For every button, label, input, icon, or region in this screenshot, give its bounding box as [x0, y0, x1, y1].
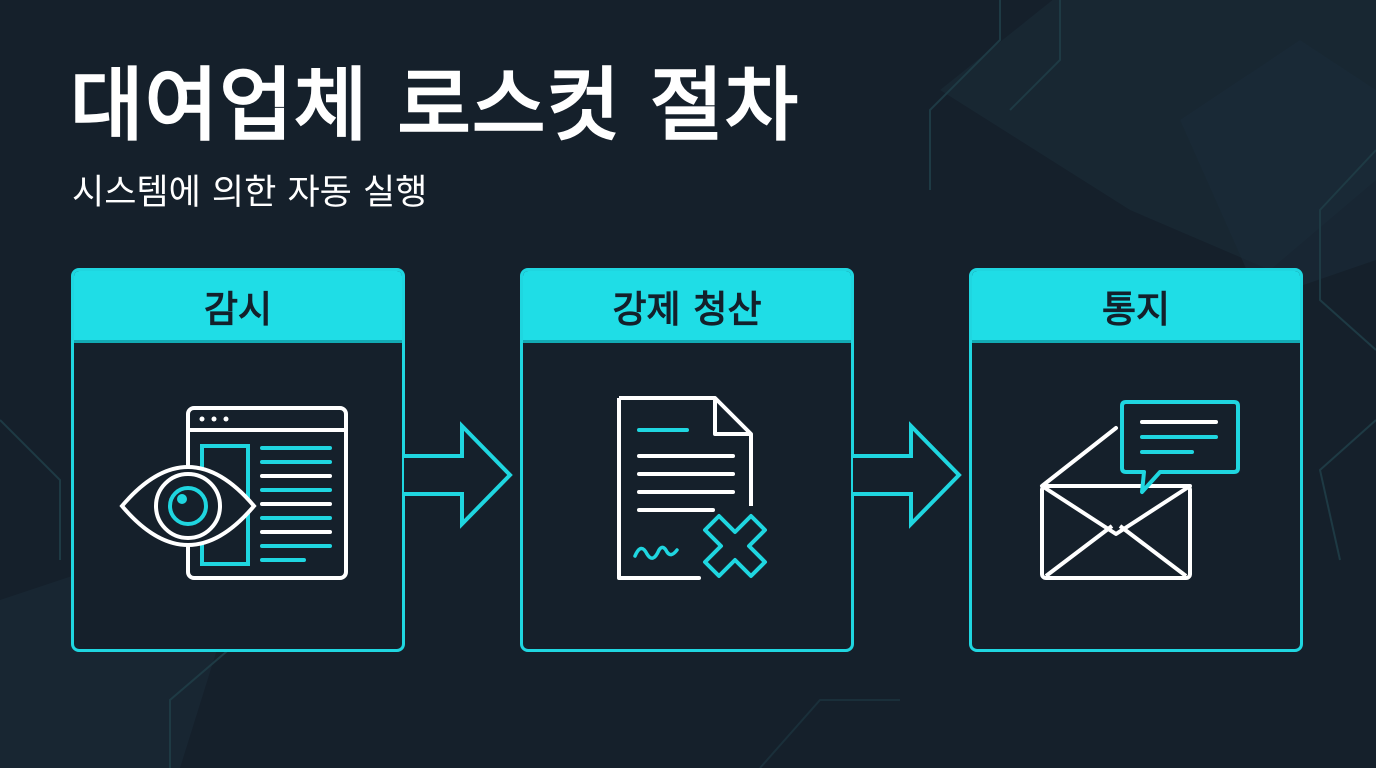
step-card-notification: 통지 [969, 268, 1303, 652]
envelope-message-icon [1040, 400, 1240, 580]
page-title: 대여업체 로스컷 절차 [70, 59, 800, 152]
step-card-forced-liquidation: 강제 청산 [520, 268, 854, 652]
document-cancel-icon [617, 396, 767, 580]
page-subtitle: 시스템에 의한 자동 실행 [72, 173, 428, 213]
flow-arrow-2 [853, 421, 962, 529]
step-card-monitoring: 감시 [71, 268, 405, 652]
step-header: 통지 [972, 271, 1300, 343]
step-header: 강제 청산 [523, 271, 851, 343]
step-header: 감시 [74, 271, 402, 343]
eye-monitor-icon [119, 406, 348, 580]
flow-arrow-1 [404, 421, 513, 529]
